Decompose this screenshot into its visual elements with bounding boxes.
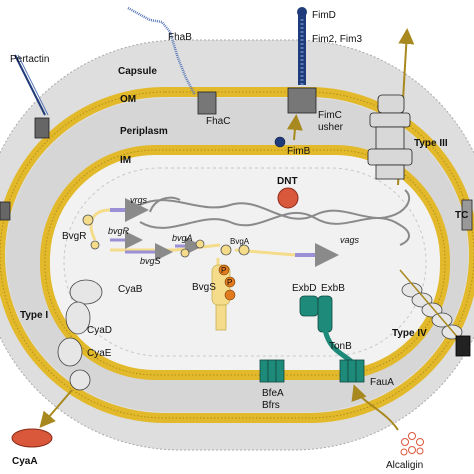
alcaligin-uptake-arrow — [351, 384, 399, 431]
capsule-label: Capsule — [118, 66, 157, 77]
fhab-protein — [127, 6, 197, 96]
alcaligin-label: Alcaligin — [386, 460, 423, 471]
p-label-2: P — [227, 278, 232, 287]
exbd-label: ExbD — [292, 283, 316, 294]
cyab-label: CyaB — [118, 284, 143, 295]
p-label-1: P — [221, 266, 226, 275]
faua-label: FauA — [370, 377, 394, 388]
type3-label: Type III — [414, 138, 448, 149]
dnt-toxin — [277, 187, 299, 209]
bvgs-gene-label: bvgS — [140, 256, 161, 266]
vags-label: vags — [340, 235, 360, 245]
im-label: IM — [120, 155, 131, 166]
bvgs-sensor-kinase — [211, 264, 236, 331]
bvgr-protein-label: BvgR — [62, 231, 86, 242]
tonb-label: TonB — [329, 341, 352, 352]
pertactin-protein — [14, 54, 49, 116]
fimb-label: FimB — [287, 146, 311, 157]
bvgr-gene-label: bvgR — [108, 226, 130, 236]
bfea-label: BfeA — [262, 388, 284, 399]
fhac-pore — [197, 91, 217, 115]
bvga-protein-label: BvgA — [230, 237, 250, 246]
cyad-label: CyaD — [87, 325, 112, 336]
bfea-receptor — [259, 359, 285, 383]
faua-receptor — [339, 359, 365, 383]
cyae-label: CyaE — [87, 348, 112, 359]
exbb-label: ExbB — [321, 283, 345, 294]
fimb-arrow — [286, 114, 303, 141]
exb-complex — [299, 295, 333, 333]
fhab-label: FhaB — [168, 32, 192, 43]
fimd-label: FimD — [312, 10, 336, 21]
dna-helix — [139, 189, 411, 246]
pertactin-label: Pertactin — [10, 54, 49, 65]
tc-channel — [461, 199, 473, 231]
pertactin-pore — [34, 117, 50, 139]
bvga-gene-label: bvgA — [172, 233, 193, 243]
type1-secretion-system — [57, 279, 103, 391]
type3-secretion-system — [367, 94, 413, 180]
type1-label: Type I — [20, 310, 48, 321]
fimc-label: FimC — [318, 110, 342, 121]
fim23-label: Fim2, Fim3 — [312, 34, 362, 45]
type4-arrow — [399, 269, 461, 341]
regulator-markers — [82, 214, 250, 258]
cytoplasm — [63, 167, 427, 357]
bvgs-protein-label: BvgS — [192, 282, 216, 293]
usher-label: usher — [318, 122, 344, 133]
cyaa-label: CyaA — [12, 456, 38, 467]
fimc-usher-complex — [287, 87, 317, 114]
cyaa-export-arrow — [39, 389, 73, 429]
tc-label: TC — [455, 210, 468, 221]
fimd-tip — [297, 7, 307, 17]
cyaa-toxin — [11, 428, 53, 448]
fhac-label: FhaC — [206, 116, 230, 127]
dnt-label: DNT — [277, 176, 298, 187]
periplasm-label: Periplasm — [120, 126, 168, 137]
vrgs-label: vrgs — [130, 195, 148, 205]
type4-om-channel — [455, 335, 471, 357]
left-membrane-pore — [0, 201, 11, 221]
bfrs-label: Bfrs — [262, 400, 280, 411]
alcaligin-molecule — [400, 432, 424, 456]
outer-membrane — [0, 87, 474, 423]
type4-label: Type IV — [392, 328, 427, 339]
om-label: OM — [120, 94, 136, 105]
fimb-protein — [274, 136, 286, 148]
